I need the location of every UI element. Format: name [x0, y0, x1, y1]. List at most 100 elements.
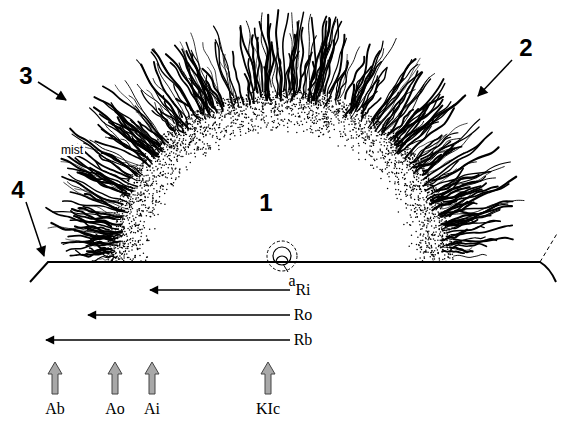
stipple-dot — [341, 108, 343, 110]
stipple-dot — [317, 130, 319, 132]
stipple-dot — [122, 196, 124, 198]
stipple-dot — [129, 213, 131, 215]
stipple-dot — [348, 124, 350, 126]
stipple-dot — [327, 121, 329, 123]
stipple-dot — [172, 172, 174, 174]
stipple-dot — [137, 194, 139, 196]
stipple-dot — [394, 163, 396, 165]
stipple-dot — [270, 103, 272, 105]
stipple-dot — [405, 191, 407, 193]
stipple-dot — [349, 130, 351, 132]
stipple-dot — [171, 145, 173, 147]
stipple-dot — [279, 113, 281, 115]
stipple-dot — [122, 233, 124, 235]
stipple-dot — [274, 112, 276, 114]
stipple-dot — [147, 184, 149, 186]
stipple-dot — [262, 105, 264, 107]
stipple-dot — [379, 169, 381, 171]
stipple-dot — [152, 197, 154, 199]
stipple-dot — [380, 178, 382, 180]
stipple-dot — [145, 207, 147, 209]
stipple-dot — [400, 153, 402, 155]
stipple-dot — [391, 147, 393, 149]
stipple-dot — [165, 135, 167, 137]
stipple-dot — [173, 145, 175, 147]
stipple-dot — [274, 105, 276, 107]
stipple-dot — [251, 120, 253, 122]
stipple-dot — [277, 107, 279, 109]
stipple-dot — [190, 128, 192, 130]
stipple-dot — [440, 231, 442, 233]
stipple-dot — [395, 150, 397, 152]
stipple-dot — [337, 115, 339, 117]
stipple-dot — [165, 176, 167, 178]
stipple-dot — [410, 224, 412, 226]
stipple-dot — [153, 209, 155, 211]
stipple-dot — [433, 214, 435, 216]
stipple-dot — [285, 97, 287, 99]
stipple-dot — [391, 154, 393, 156]
stipple-dot — [243, 110, 245, 112]
stipple-dot — [138, 208, 140, 210]
stipple-dot — [240, 110, 242, 112]
stipple-dot — [168, 155, 170, 157]
stipple-dot — [282, 120, 284, 122]
stipple-dot — [183, 138, 185, 140]
stipple-dot — [305, 107, 307, 109]
stipple-dot — [121, 229, 123, 231]
stipple-dot — [344, 119, 346, 121]
stipple-dot — [232, 107, 234, 109]
stipple-dot — [287, 131, 289, 133]
stipple-dot — [433, 189, 435, 191]
stipple-dot — [437, 252, 439, 254]
stipple-dot — [154, 228, 156, 230]
stipple-dot — [387, 161, 389, 163]
stipple-dot — [328, 103, 330, 105]
stipple-dot — [229, 107, 231, 109]
stipple-dot — [228, 107, 230, 109]
stipple-dot — [186, 169, 188, 171]
stipple-dot — [183, 148, 185, 150]
stipple-dot — [411, 235, 413, 237]
stipple-dot — [122, 221, 124, 223]
stipple-dot — [130, 196, 132, 198]
stipple-dot — [427, 220, 429, 222]
stipple-dot — [427, 252, 429, 254]
stipple-dot — [435, 225, 437, 227]
stipple-dot — [287, 122, 289, 124]
stipple-dot — [359, 120, 361, 122]
stipple-dot — [426, 202, 428, 204]
stipple-dot — [185, 133, 187, 135]
stipple-dot — [309, 128, 311, 130]
stipple-dot — [129, 195, 131, 197]
stipple-dot — [437, 249, 439, 251]
stipple-dot — [416, 179, 418, 181]
stipple-dot — [212, 136, 214, 138]
stipple-dot — [162, 189, 164, 191]
stipple-dot — [263, 97, 265, 99]
stipple-dot — [325, 111, 327, 113]
stipple-dot — [203, 127, 205, 129]
stipple-dot — [426, 209, 428, 211]
stipple-dot — [194, 121, 196, 123]
stipple-dot — [387, 188, 389, 190]
stipple-dot — [139, 244, 141, 246]
stipple-dot — [177, 156, 179, 158]
stipple-dot — [293, 99, 295, 101]
stipple-dot — [272, 121, 274, 123]
stipple-dot — [437, 253, 439, 255]
stipple-dot — [160, 187, 162, 189]
stipple-dot — [358, 145, 360, 147]
stipple-dot — [170, 138, 172, 140]
stipple-dot — [406, 207, 408, 209]
stipple-dot — [209, 128, 211, 130]
stipple-dot — [323, 102, 325, 104]
stipple-dot — [126, 240, 128, 242]
stipple-dot — [390, 137, 392, 139]
stipple-dot — [394, 183, 396, 185]
stipple-dot — [367, 136, 369, 138]
stipple-dot — [212, 128, 214, 130]
stipple-dot — [432, 235, 434, 237]
stipple-dot — [227, 105, 229, 107]
stipple-dot — [245, 98, 247, 100]
